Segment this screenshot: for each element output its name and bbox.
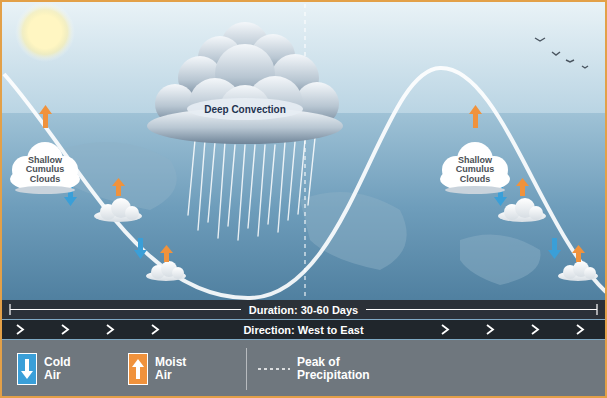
legend-item: Peak of Precipitation — [246, 340, 389, 398]
peak-line — [304, 4, 305, 300]
cold-air-arrows — [64, 184, 561, 259]
cloud-label: Shallow Cumulus Clouds — [438, 156, 512, 184]
wave-curve — [4, 68, 606, 298]
birds — [535, 38, 588, 68]
mini-clouds — [94, 198, 598, 281]
band-label: Duration: 30-60 Days — [241, 304, 366, 316]
cumulus-cloud-node: Shallow Cumulus Clouds — [8, 138, 82, 196]
convection-cloud — [145, 16, 345, 151]
sun — [15, 2, 75, 62]
cloud-label: Shallow Cumulus Clouds — [8, 156, 82, 184]
swatch-arrow — [18, 354, 36, 384]
faint-landmasses — [60, 142, 541, 285]
legend-label: Peak of Precipitation — [297, 356, 389, 382]
legend-item: Cold Air — [17, 340, 80, 398]
info-band: Direction: West to East — [0, 320, 607, 339]
legend-swatch — [128, 353, 148, 385]
legend-swatch — [17, 353, 37, 385]
legend-bar: Cold Air Moist Air Peak of Precipitation — [0, 340, 607, 398]
swatch-arrow — [129, 354, 147, 384]
cloud-label: Deep Convection — [145, 104, 345, 115]
legend-label: Moist Air — [155, 356, 191, 382]
legend-item: Moist Air — [128, 340, 191, 398]
band-label: Direction: West to East — [235, 324, 371, 336]
dashed-line-sample — [246, 340, 290, 398]
moist-air-arrows — [39, 105, 585, 262]
rain — [188, 138, 315, 240]
cumulus-cloud-node: Shallow Cumulus Clouds — [438, 138, 512, 196]
info-band: Duration: 30-60 Days — [0, 300, 607, 319]
legend-label: Cold Air — [44, 356, 80, 382]
convection-cloud-node: Deep Convection — [145, 16, 345, 151]
